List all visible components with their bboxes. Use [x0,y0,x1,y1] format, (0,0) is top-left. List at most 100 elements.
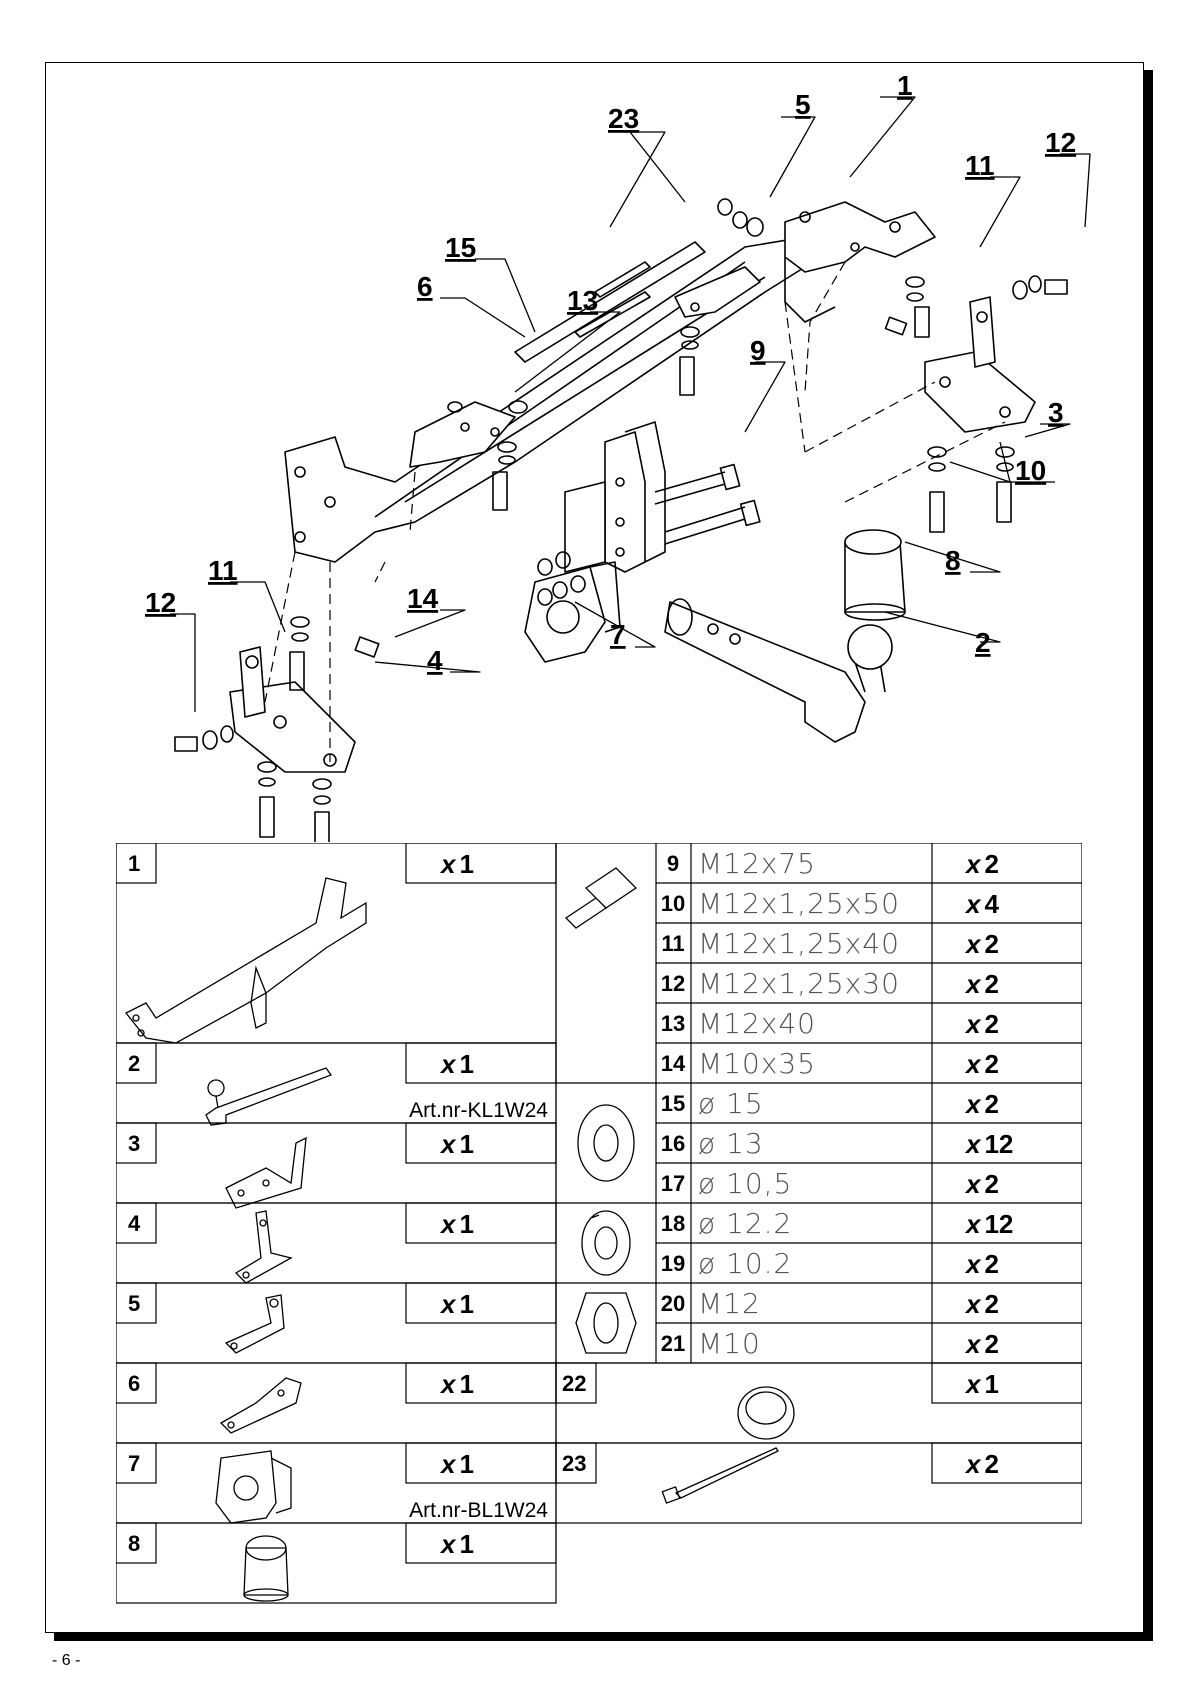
callout-10: 10 [1015,455,1046,486]
part-8-thumb [243,1535,289,1602]
part-num-2: 2 [128,1051,140,1076]
bolt-thumb [564,867,638,929]
bracket-6-drawing [409,401,516,468]
callout-11-right: 11 [965,150,995,181]
callout-3: 3 [1048,397,1064,428]
callout-13: 13 [567,285,598,316]
part-num-7: 7 [128,1451,140,1476]
callout-14: 14 [407,583,439,614]
fastener-num-12: 12 [661,971,685,996]
fastener-spec-13: M12x40 [698,1007,816,1040]
center-plates-drawing [564,421,666,573]
page-number: - 6 - [52,1652,81,1669]
part-num-22: 22 [562,1371,586,1396]
fastener-spec-18: ø 12.2 [698,1207,792,1240]
callout-23: 23 [608,103,639,134]
fastener-spec-15: ø 15 [698,1087,764,1120]
art-nr-2: Art.nr-KL1W24 [409,1099,548,1122]
callout-8: 8 [945,545,961,576]
fastener-spec-21: M10 [698,1327,761,1360]
part-23-thumb [661,1447,779,1504]
bracket-4-drawing [229,646,356,773]
callout-1: 1 [897,70,913,101]
part-22-thumb [737,1386,795,1440]
part-num-8: 8 [128,1531,140,1556]
callout-12-left: 12 [145,587,176,618]
part-5-thumb [224,1294,285,1354]
art-nr-7: Art.nr-BL1W24 [409,1499,548,1522]
callout-6: 6 [417,271,433,302]
part-num-1: 1 [128,851,140,876]
cable-tie-drawing [514,241,706,363]
fastener-num-19: 19 [661,1251,685,1276]
part-num-5: 5 [128,1291,140,1316]
fastener-num-20: 20 [661,1291,685,1316]
fastener-spec-11: M12x1,25x40 [698,927,900,960]
part-4-thumb [234,1210,293,1284]
bracket-3-drawing [924,296,1036,433]
fasteners-drawing [174,198,1068,851]
fastener-num-11: 11 [661,931,684,956]
ball-cover-drawing [844,529,906,621]
callout-11-left: 11 [208,555,238,586]
fastener-spec-17: ø 10,5 [698,1167,792,1200]
fastener-num-18: 18 [661,1211,685,1236]
part-num-3: 3 [128,1131,140,1156]
callout-9: 9 [750,335,766,366]
tow-ball-drawing [664,598,893,743]
fastener-spec-14: M10x35 [698,1047,816,1080]
callout-12-right: 12 [1045,127,1076,158]
fastener-spec-12: M12x1,25x30 [698,967,900,1000]
fastener-num-9: 9 [667,851,679,876]
callout-2: 2 [975,627,991,658]
nut-thumb [575,1292,637,1354]
socket-plate-drawing [524,561,621,663]
page-frame [45,62,1144,1633]
part-7-thumb [215,1450,292,1524]
fastener-num-16: 16 [661,1131,685,1156]
part-1-thumb [124,877,367,1044]
alignment-lines [264,261,1006,762]
fastener-spec-10: M12x1,25x50 [698,887,900,920]
bolts-9-drawing [654,463,761,545]
fastener-spec-9: M12x75 [698,847,816,880]
callout-7: 7 [610,619,626,650]
fastener-num-15: 15 [661,1091,685,1116]
fastener-num-21: 21 [661,1331,685,1356]
fastener-num-17: 17 [661,1171,685,1196]
fastener-num-13: 13 [661,1011,685,1036]
callout-5: 5 [795,89,811,120]
fastener-spec-16: ø 13 [698,1127,764,1160]
fastener-num-10: 10 [661,891,685,916]
part-2-thumb [205,1067,333,1126]
callout-15: 15 [445,232,476,263]
washer-thumb [577,1104,635,1182]
fastener-spec-19: ø 10.2 [698,1247,792,1280]
part-num-4: 4 [128,1211,141,1236]
part-6-thumb [219,1377,302,1434]
